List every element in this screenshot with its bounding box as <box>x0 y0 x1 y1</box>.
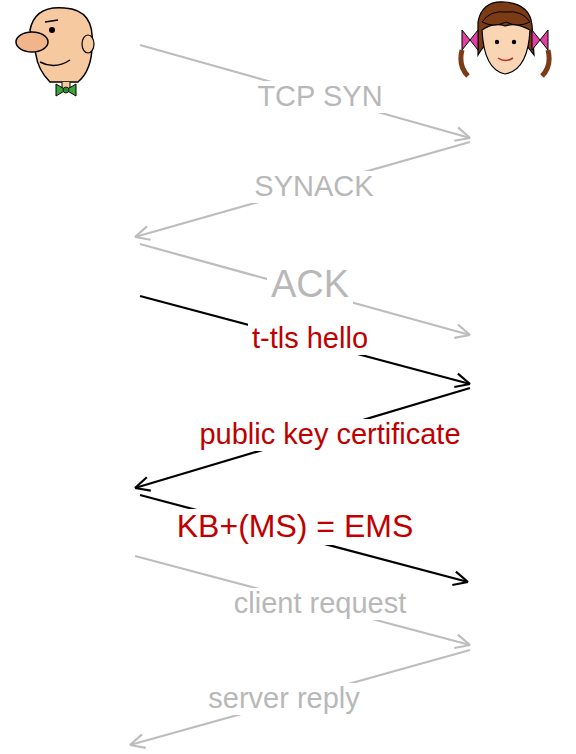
message-arrow <box>140 495 468 582</box>
message-arrow <box>135 142 470 237</box>
message-arrow <box>458 635 470 645</box>
message-arrow <box>130 745 146 748</box>
message-arrow <box>135 488 151 491</box>
message-label: ACK <box>267 264 353 306</box>
message-arrow <box>130 734 142 745</box>
message-label: SYNACK <box>250 171 377 203</box>
message-label: public key certificate <box>195 419 464 451</box>
message-arrow <box>452 582 468 585</box>
message-arrow <box>454 384 470 387</box>
alice-figure <box>461 2 549 76</box>
message-arrow <box>135 556 470 645</box>
message-label: KB+(MS) = EMS <box>173 509 418 544</box>
message-arrow <box>135 226 147 237</box>
message-arrow <box>454 335 470 338</box>
message-arrow <box>130 650 470 745</box>
message-arrow <box>140 296 470 384</box>
message-arrow <box>454 138 470 141</box>
message-label: server reply <box>204 683 364 715</box>
message-arrow <box>140 244 470 335</box>
message-arrow <box>454 645 470 648</box>
bob-figure <box>16 8 94 96</box>
message-arrow <box>458 127 470 138</box>
message-arrow <box>135 237 151 240</box>
message-label: t-tls hello <box>248 323 372 355</box>
message-arrow <box>140 45 470 138</box>
message-arrow <box>135 477 147 488</box>
message-arrow <box>458 374 470 384</box>
message-arrow <box>135 388 470 488</box>
message-label: TCP SYN <box>253 81 386 113</box>
message-arrow <box>458 324 470 335</box>
message-label: client request <box>230 588 411 620</box>
message-arrow <box>456 572 468 582</box>
